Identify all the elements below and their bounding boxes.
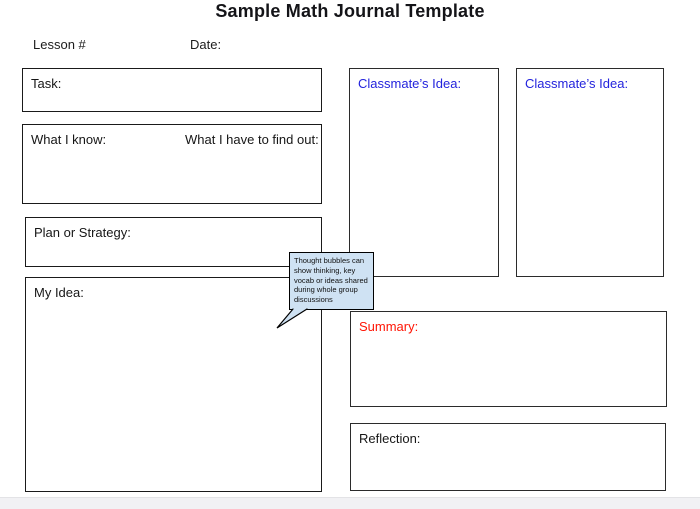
summary-label: Summary: bbox=[359, 319, 419, 334]
task-label: Task: bbox=[31, 76, 62, 91]
classmate-idea-label-1: Classmate’s Idea: bbox=[358, 76, 462, 91]
plan-or-strategy-label: Plan or Strategy: bbox=[34, 225, 131, 240]
task-box: Task: bbox=[22, 68, 322, 112]
my-idea-label: My Idea: bbox=[34, 285, 84, 300]
plan-or-strategy-box: Plan or Strategy: bbox=[25, 217, 322, 267]
classmate-idea-label-2: Classmate’s Idea: bbox=[525, 76, 629, 91]
classmate-idea-box-1: Classmate’s Idea: bbox=[349, 68, 499, 277]
what-to-find-out-label: What I have to find out: bbox=[185, 132, 319, 147]
thought-bubble-callout: Thought bubbles can show thinking, key v… bbox=[289, 252, 374, 310]
my-idea-box: My Idea: bbox=[25, 277, 322, 492]
date-label: Date: bbox=[190, 37, 222, 52]
summary-box: Summary: bbox=[350, 311, 667, 407]
page-title: Sample Math Journal Template bbox=[215, 1, 485, 21]
page-bottom-edge bbox=[0, 497, 700, 509]
what-i-know-label: What I know: bbox=[31, 132, 107, 147]
what-i-know-box: What I know: What I have to find out: bbox=[22, 124, 322, 204]
classmate-idea-box-2: Classmate’s Idea: bbox=[516, 68, 664, 277]
lesson-number-label: Lesson # bbox=[33, 37, 86, 52]
reflection-label: Reflection: bbox=[359, 431, 421, 446]
reflection-box: Reflection: bbox=[350, 423, 666, 491]
